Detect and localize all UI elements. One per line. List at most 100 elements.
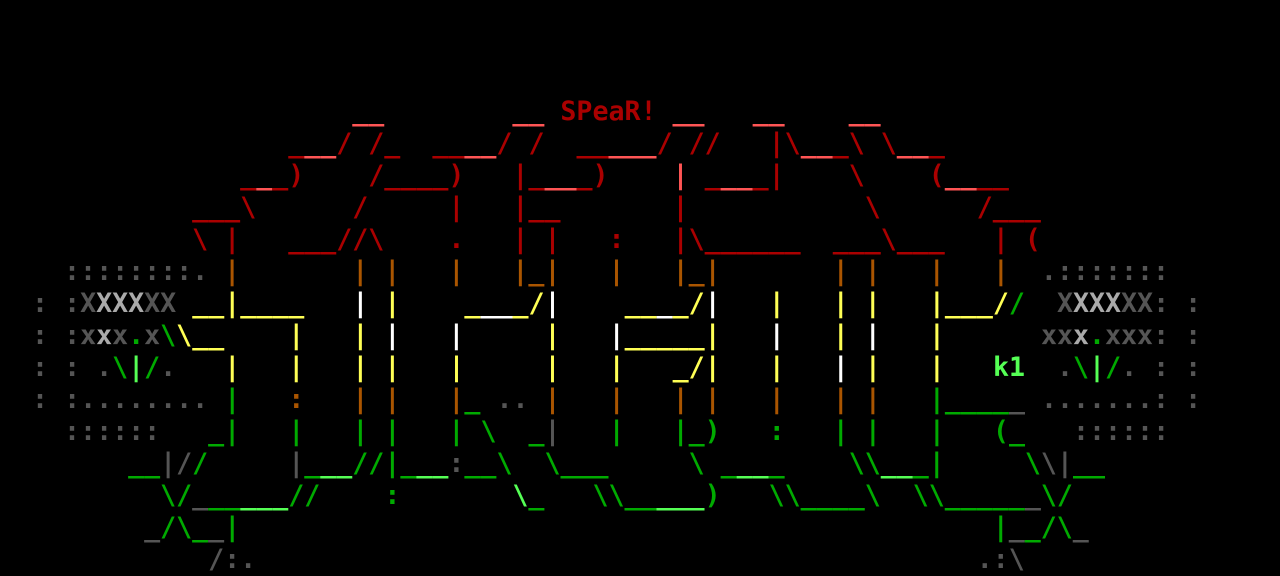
art-glyph-run: \\_____	[912, 480, 1025, 511]
art-glyph-run: \	[864, 192, 881, 223]
art-glyph-run: \___	[544, 448, 609, 479]
art-glyph-run: :	[1185, 384, 1202, 415]
art-glyph-run: |_|	[512, 256, 561, 287]
art-glyph-run: _	[304, 448, 321, 479]
art-glyph-run: |	[448, 256, 465, 287]
art-glyph-run: /	[192, 448, 209, 479]
art-glyph-run: (_	[992, 416, 1025, 447]
art-glyph-run: xx	[1040, 320, 1073, 351]
art-glyph-run: _	[528, 160, 545, 191]
art-glyph-run: .	[128, 320, 145, 351]
art-glyph-run: |	[928, 416, 945, 447]
art-glyph-run: __	[576, 128, 609, 159]
art-glyph-run: :	[1185, 352, 1202, 383]
art-glyph-run: |	[352, 384, 369, 415]
art-glyph-run: _	[1008, 384, 1025, 415]
art-glyph-run: |	[544, 288, 561, 319]
art-glyph-run: XX	[144, 288, 177, 319]
art-glyph-run: //	[288, 480, 321, 511]
art-glyph-run: \|	[1040, 448, 1073, 479]
art-glyph-run: |	[864, 352, 881, 383]
art-glyph-run: |	[864, 256, 881, 287]
art-glyph-run: |	[288, 416, 305, 447]
art-glyph-run: __	[736, 448, 769, 479]
art-glyph-run: |	[672, 384, 689, 415]
art-glyph-run: .......	[1040, 384, 1154, 415]
art-glyph-run: .	[1089, 320, 1106, 351]
art-glyph-run: _/	[512, 288, 545, 319]
art-glyph-run: ::::::::.	[64, 256, 209, 287]
art-glyph-run: |	[704, 384, 721, 415]
art-glyph-run: \	[480, 416, 497, 447]
art-glyph-run: _	[288, 128, 305, 159]
art-glyph-run: _	[144, 512, 161, 543]
art-glyph-run: )	[288, 160, 305, 191]
art-glyph-run: _	[720, 448, 737, 479]
art-glyph-run: _	[1024, 480, 1041, 511]
art-line: ___) /____) |____) | ____| \ (____	[0, 160, 1280, 192]
art-glyph-run: :	[32, 352, 49, 383]
art-glyph-run: | (	[992, 224, 1041, 255]
art-glyph-run: _	[528, 480, 545, 511]
art-glyph-run: XXX	[1072, 288, 1122, 319]
art-glyph-run: |	[992, 256, 1009, 287]
art-glyph-run: \	[112, 352, 129, 383]
art-glyph-run: _	[272, 160, 289, 191]
art-glyph-run: |\	[768, 128, 801, 159]
art-glyph-run: |	[224, 384, 241, 415]
art-glyph-run: )	[704, 480, 721, 511]
art-glyph-run: __	[800, 128, 833, 159]
art-glyph-run: :	[448, 448, 465, 479]
art-glyph-run: \	[512, 480, 529, 511]
art-glyph-run: \\	[848, 448, 881, 479]
art-glyph-run: :	[1153, 384, 1170, 415]
art-glyph-run: |	[608, 384, 625, 415]
art-glyph-run: _	[832, 128, 849, 159]
art-line: ___\ / | |__ | \ /___	[0, 192, 1280, 224]
art-glyph-run: ____	[944, 384, 1009, 415]
art-line: /:. .:\	[0, 544, 1280, 576]
art-glyph-run: |	[704, 288, 721, 319]
art-glyph-run: /	[144, 352, 161, 383]
art-glyph-run: :	[64, 352, 81, 383]
art-glyph-run: /\	[1040, 512, 1073, 543]
art-glyph-run: |	[288, 448, 305, 479]
art-glyph-run: /	[1008, 288, 1025, 319]
art-glyph-run: _	[528, 416, 545, 447]
art-glyph-run: x	[96, 320, 113, 351]
art-glyph-run: __	[480, 288, 513, 319]
art-glyph-run: \	[1024, 448, 1041, 479]
art-glyph-run: |	[768, 320, 785, 351]
art-glyph-run: ___//\	[288, 224, 385, 255]
art-glyph-run: __	[432, 128, 465, 159]
art-glyph-run: |	[288, 320, 305, 351]
art-glyph-run: |	[832, 288, 849, 319]
art-glyph-run: ::::::	[1073, 416, 1170, 447]
art-glyph-run: x	[144, 320, 161, 351]
art-line: : :xxx.x\\__ | | | | | |_____| | | | | x…	[0, 320, 1280, 352]
art-glyph-run: _	[240, 160, 257, 191]
art-line: ___/ /_ ____/ / _____/ // |\___\ \___	[0, 128, 1280, 160]
art-glyph-run: :	[64, 320, 81, 351]
art-glyph-run: \	[496, 448, 513, 479]
art-glyph-run: |	[352, 256, 369, 287]
art-glyph-run: |	[864, 320, 881, 351]
art-glyph-run: /___	[976, 192, 1041, 223]
art-glyph-run: |_)	[672, 416, 721, 447]
art-glyph-run: /	[528, 128, 545, 159]
art-glyph-run: _	[464, 384, 481, 415]
art-glyph-run: \ |	[192, 224, 241, 255]
art-glyph-run: __	[672, 96, 705, 127]
art-glyph-run: |	[128, 352, 145, 383]
art-glyph-run: :	[32, 288, 49, 319]
art-glyph-run: |	[864, 288, 881, 319]
art-glyph-run: __	[624, 288, 657, 319]
art-glyph-run: ::::::	[64, 416, 161, 447]
art-glyph-run: //	[688, 128, 721, 159]
art-glyph-run: |	[448, 352, 465, 383]
art-line: : :........ | : | | |_ .. | | | | | | | …	[0, 384, 1280, 416]
art-glyph-run: :	[1153, 320, 1170, 351]
art-glyph-run: |	[928, 384, 945, 415]
art-line: :::::: _| | | | | \ _| | |_) : | | | (_ …	[0, 416, 1280, 448]
art-glyph-run: :	[1185, 288, 1202, 319]
